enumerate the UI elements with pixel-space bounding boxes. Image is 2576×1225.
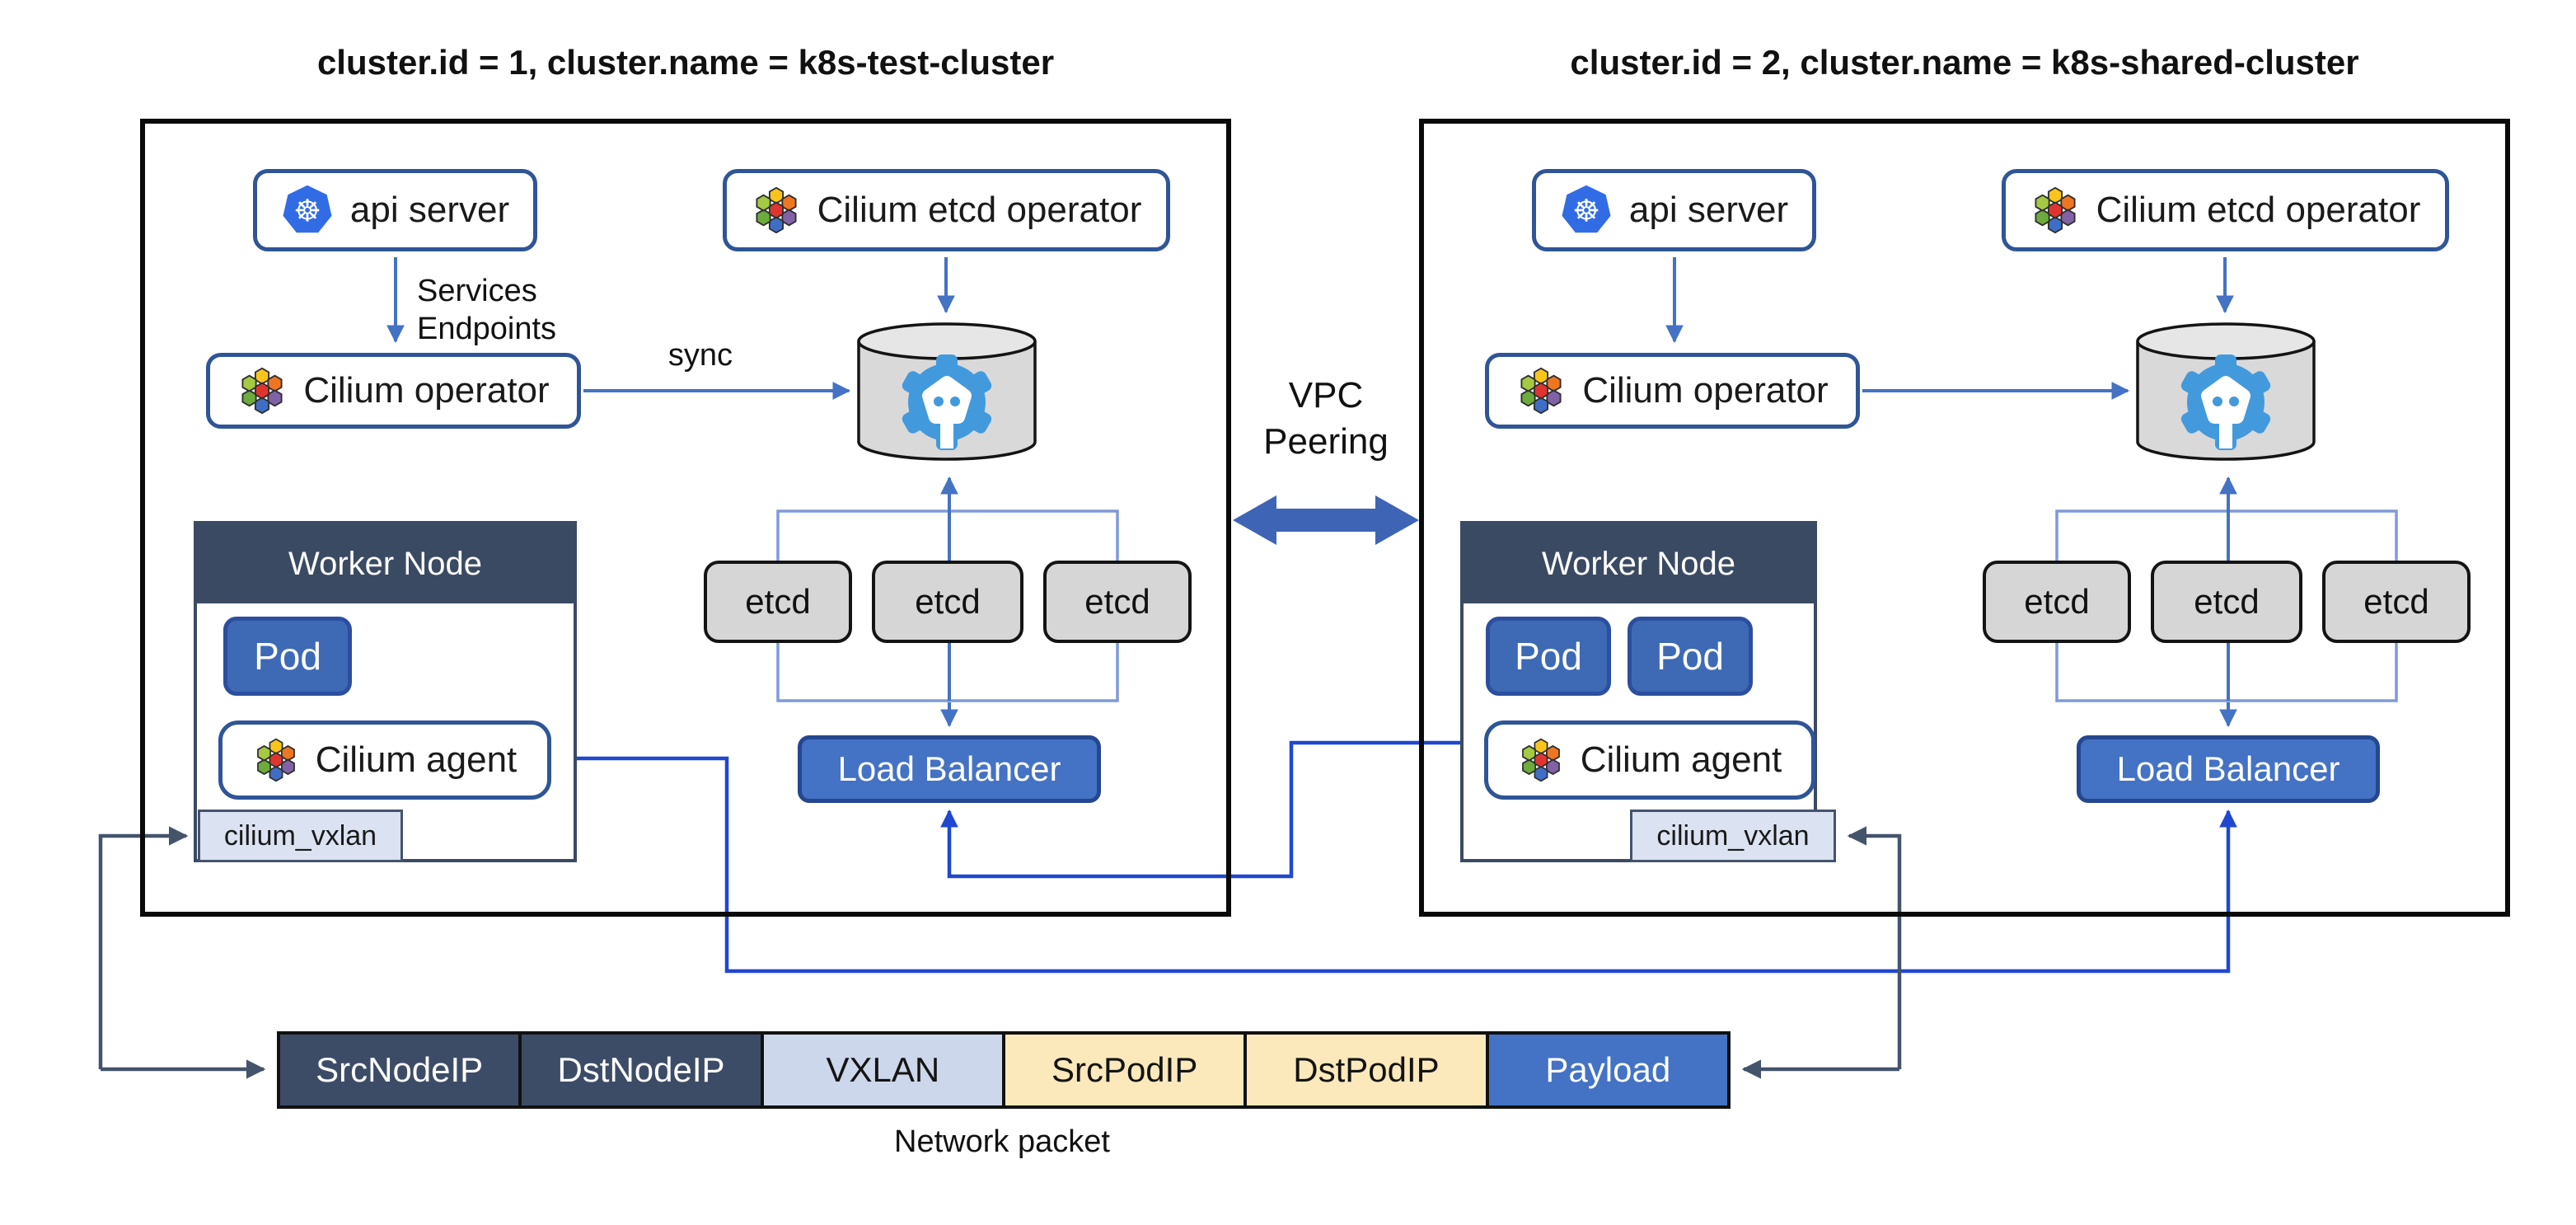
c1-api-server-label: api server <box>349 190 510 230</box>
packet-segment-payload: Payload <box>1488 1035 1727 1105</box>
c2-worker-node-header: Worker Node <box>1464 524 1814 603</box>
packet-segment-srcnodeip: SrcNodeIP <box>280 1035 522 1105</box>
packet-segment-srcpodip: SrcPodIP <box>1005 1035 1248 1105</box>
c1-cilium-operator-node: Cilium operator <box>206 353 581 429</box>
endpoints-label-line: Endpoints <box>417 312 557 346</box>
c2-etcd-node-2: etcd <box>2151 561 2302 643</box>
c2-cilium-etcd-operator-node: Cilium etcd operator <box>2002 169 2449 251</box>
c2-etcd-database-cylinder <box>2136 322 2316 461</box>
c1-cilium-vxlan-interface: cilium_vxlan <box>198 810 403 862</box>
packet-segment-vxlan: VXLAN <box>763 1035 1005 1105</box>
c1-cilium-agent-node: Cilium agent <box>218 720 551 800</box>
cluster1-title: cluster.id = 1, cluster.name = k8s-test-… <box>316 43 1055 82</box>
c1-etcd-node-2: etcd <box>872 561 1023 643</box>
c1-etcd-database-cylinder <box>857 322 1037 461</box>
c1-services-endpoints-label: Services Endpoints <box>417 272 556 348</box>
cluster1-boundary <box>140 119 1231 917</box>
c1-worker-node: Worker Node Pod Cilium agent <box>194 521 577 862</box>
cilium-icon <box>253 737 299 783</box>
cluster2-title: cluster.id = 2, cluster.name = k8s-share… <box>1570 43 2359 82</box>
c2-api-server-node: api server <box>1532 169 1816 251</box>
c2-agent-to-c1-loadbalancer-line <box>940 740 1481 879</box>
c1-worker-node-header: Worker Node <box>197 524 574 603</box>
c2-cilium-vxlan-interface: cilium_vxlan <box>1630 810 1836 862</box>
c1-cilium-agent-label: Cilium agent <box>315 739 518 780</box>
vpc-label-line2: Peering <box>1263 421 1389 462</box>
c1-pod: Pod <box>223 617 352 696</box>
services-label-line: Services <box>417 274 537 308</box>
packet-segment-dstpodip: DstPodIP <box>1247 1035 1489 1105</box>
cilium-icon <box>1516 366 1566 415</box>
c2-etcd-node-3: etcd <box>2322 561 2471 643</box>
cilium-icon <box>2030 185 2080 235</box>
c2-worker-node: Worker Node Pod Pod Cilium agent <box>1460 521 1817 862</box>
c1-agent-to-c2-loadbalancer-line <box>549 756 2237 974</box>
network-packet: SrcNodeIP DstNodeIP VXLAN SrcPodIP DstPo… <box>277 1031 1731 1109</box>
cilium-icon <box>1518 737 1564 783</box>
c1-cilium-operator-label: Cilium operator <box>303 370 550 411</box>
c2-cilium-operator-label: Cilium operator <box>1582 370 1829 411</box>
cluster2-boundary <box>1419 119 2510 917</box>
c2-pod-1: Pod <box>1486 617 1611 696</box>
vpc-label-line1: VPC <box>1288 375 1364 415</box>
packet-to-c1-vxlan-connector <box>98 826 189 1069</box>
c1-cilium-etcd-operator-label: Cilium etcd operator <box>817 190 1142 230</box>
c1-etcd-node-3: etcd <box>1043 561 1192 643</box>
cilium-icon <box>752 185 801 235</box>
network-packet-caption: Network packet <box>894 1124 1110 1159</box>
c1-sync-label: sync <box>667 338 733 373</box>
c2-cilium-etcd-operator-label: Cilium etcd operator <box>2096 190 2421 230</box>
c2-pod-2: Pod <box>1628 617 1753 696</box>
c1-etcd-node-1: etcd <box>704 561 852 643</box>
c2-load-balancer: Load Balancer <box>2077 735 2380 803</box>
packet-segment-dstnodeip: DstNodeIP <box>522 1035 764 1105</box>
c2-etcd-node-1: etcd <box>1983 561 2131 643</box>
vpc-peering-label: VPC Peering <box>1233 373 1419 465</box>
c1-api-server-node: api server <box>253 169 537 251</box>
c1-load-balancer: Load Balancer <box>798 735 1101 803</box>
c2-cilium-agent-label: Cilium agent <box>1580 739 1782 780</box>
c2-api-server-label: api server <box>1628 190 1789 230</box>
kubernetes-icon <box>1560 184 1613 237</box>
packet-to-c2-vxlan-connector <box>1847 826 1902 1069</box>
vpc-peering-arrow <box>1233 495 1419 545</box>
c2-cilium-agent-node: Cilium agent <box>1484 720 1815 800</box>
c1-cilium-etcd-operator-node: Cilium etcd operator <box>723 169 1170 251</box>
kubernetes-icon <box>281 184 334 237</box>
c2-cilium-operator-node: Cilium operator <box>1485 353 1860 429</box>
cilium-icon <box>237 366 287 415</box>
